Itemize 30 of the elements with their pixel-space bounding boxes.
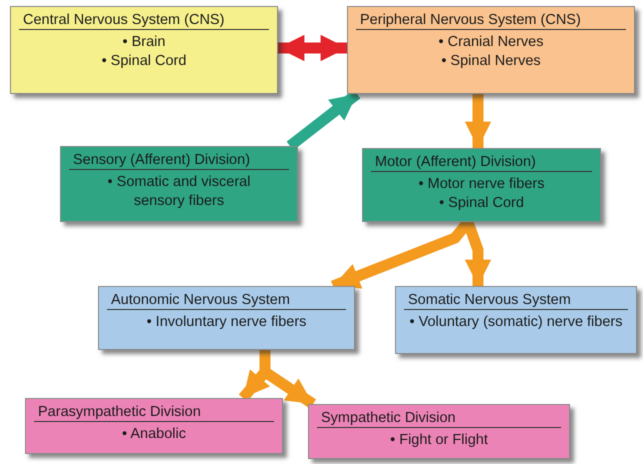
node-heading: Central Nervous System (CNS) [19,12,269,30]
bullet-item: • Spinal Cord [439,194,524,213]
bullet-item: • Cranial Nerves [438,33,544,52]
bullet-item: • Brain [122,33,166,52]
node-box [25,398,283,454]
node-box [98,286,355,350]
node-heading: Somatic Nervous System [404,292,628,310]
node-box [395,286,637,354]
node-heading: Parasympathetic Division [34,404,274,422]
node-heading: Sensory (Afferent) Division) [69,152,289,170]
node-box [308,404,570,459]
arrow [462,220,492,286]
node-box [10,6,278,94]
bullet-item: • Spinal Nerves [441,52,541,71]
node-box [347,6,635,94]
node-heading: Autonomic Nervous System [107,292,346,310]
node-heading: Peripheral Nervous System (CNS) [356,12,626,30]
arrow [278,34,347,62]
bullet-item: • Motor nerve fibers [418,175,544,194]
arrow [464,94,492,148]
bullet-item: • Fight or Flight [390,431,488,450]
bullet-item: • Involuntary nerve fibers [146,313,306,332]
node-heading: Motor (Afferent) Division) [371,154,592,172]
bullet-item: • Spinal Cord [102,52,186,71]
node-heading: Sympathetic Division [317,410,561,428]
node-box [60,146,298,222]
bullet-item: • Anabolic [122,425,186,444]
node-box [362,148,601,222]
bullet-item: • Somatic and visceral sensory fibers [106,173,252,211]
bullet-item: • Voluntary (somatic) nerve fibers [408,313,624,332]
